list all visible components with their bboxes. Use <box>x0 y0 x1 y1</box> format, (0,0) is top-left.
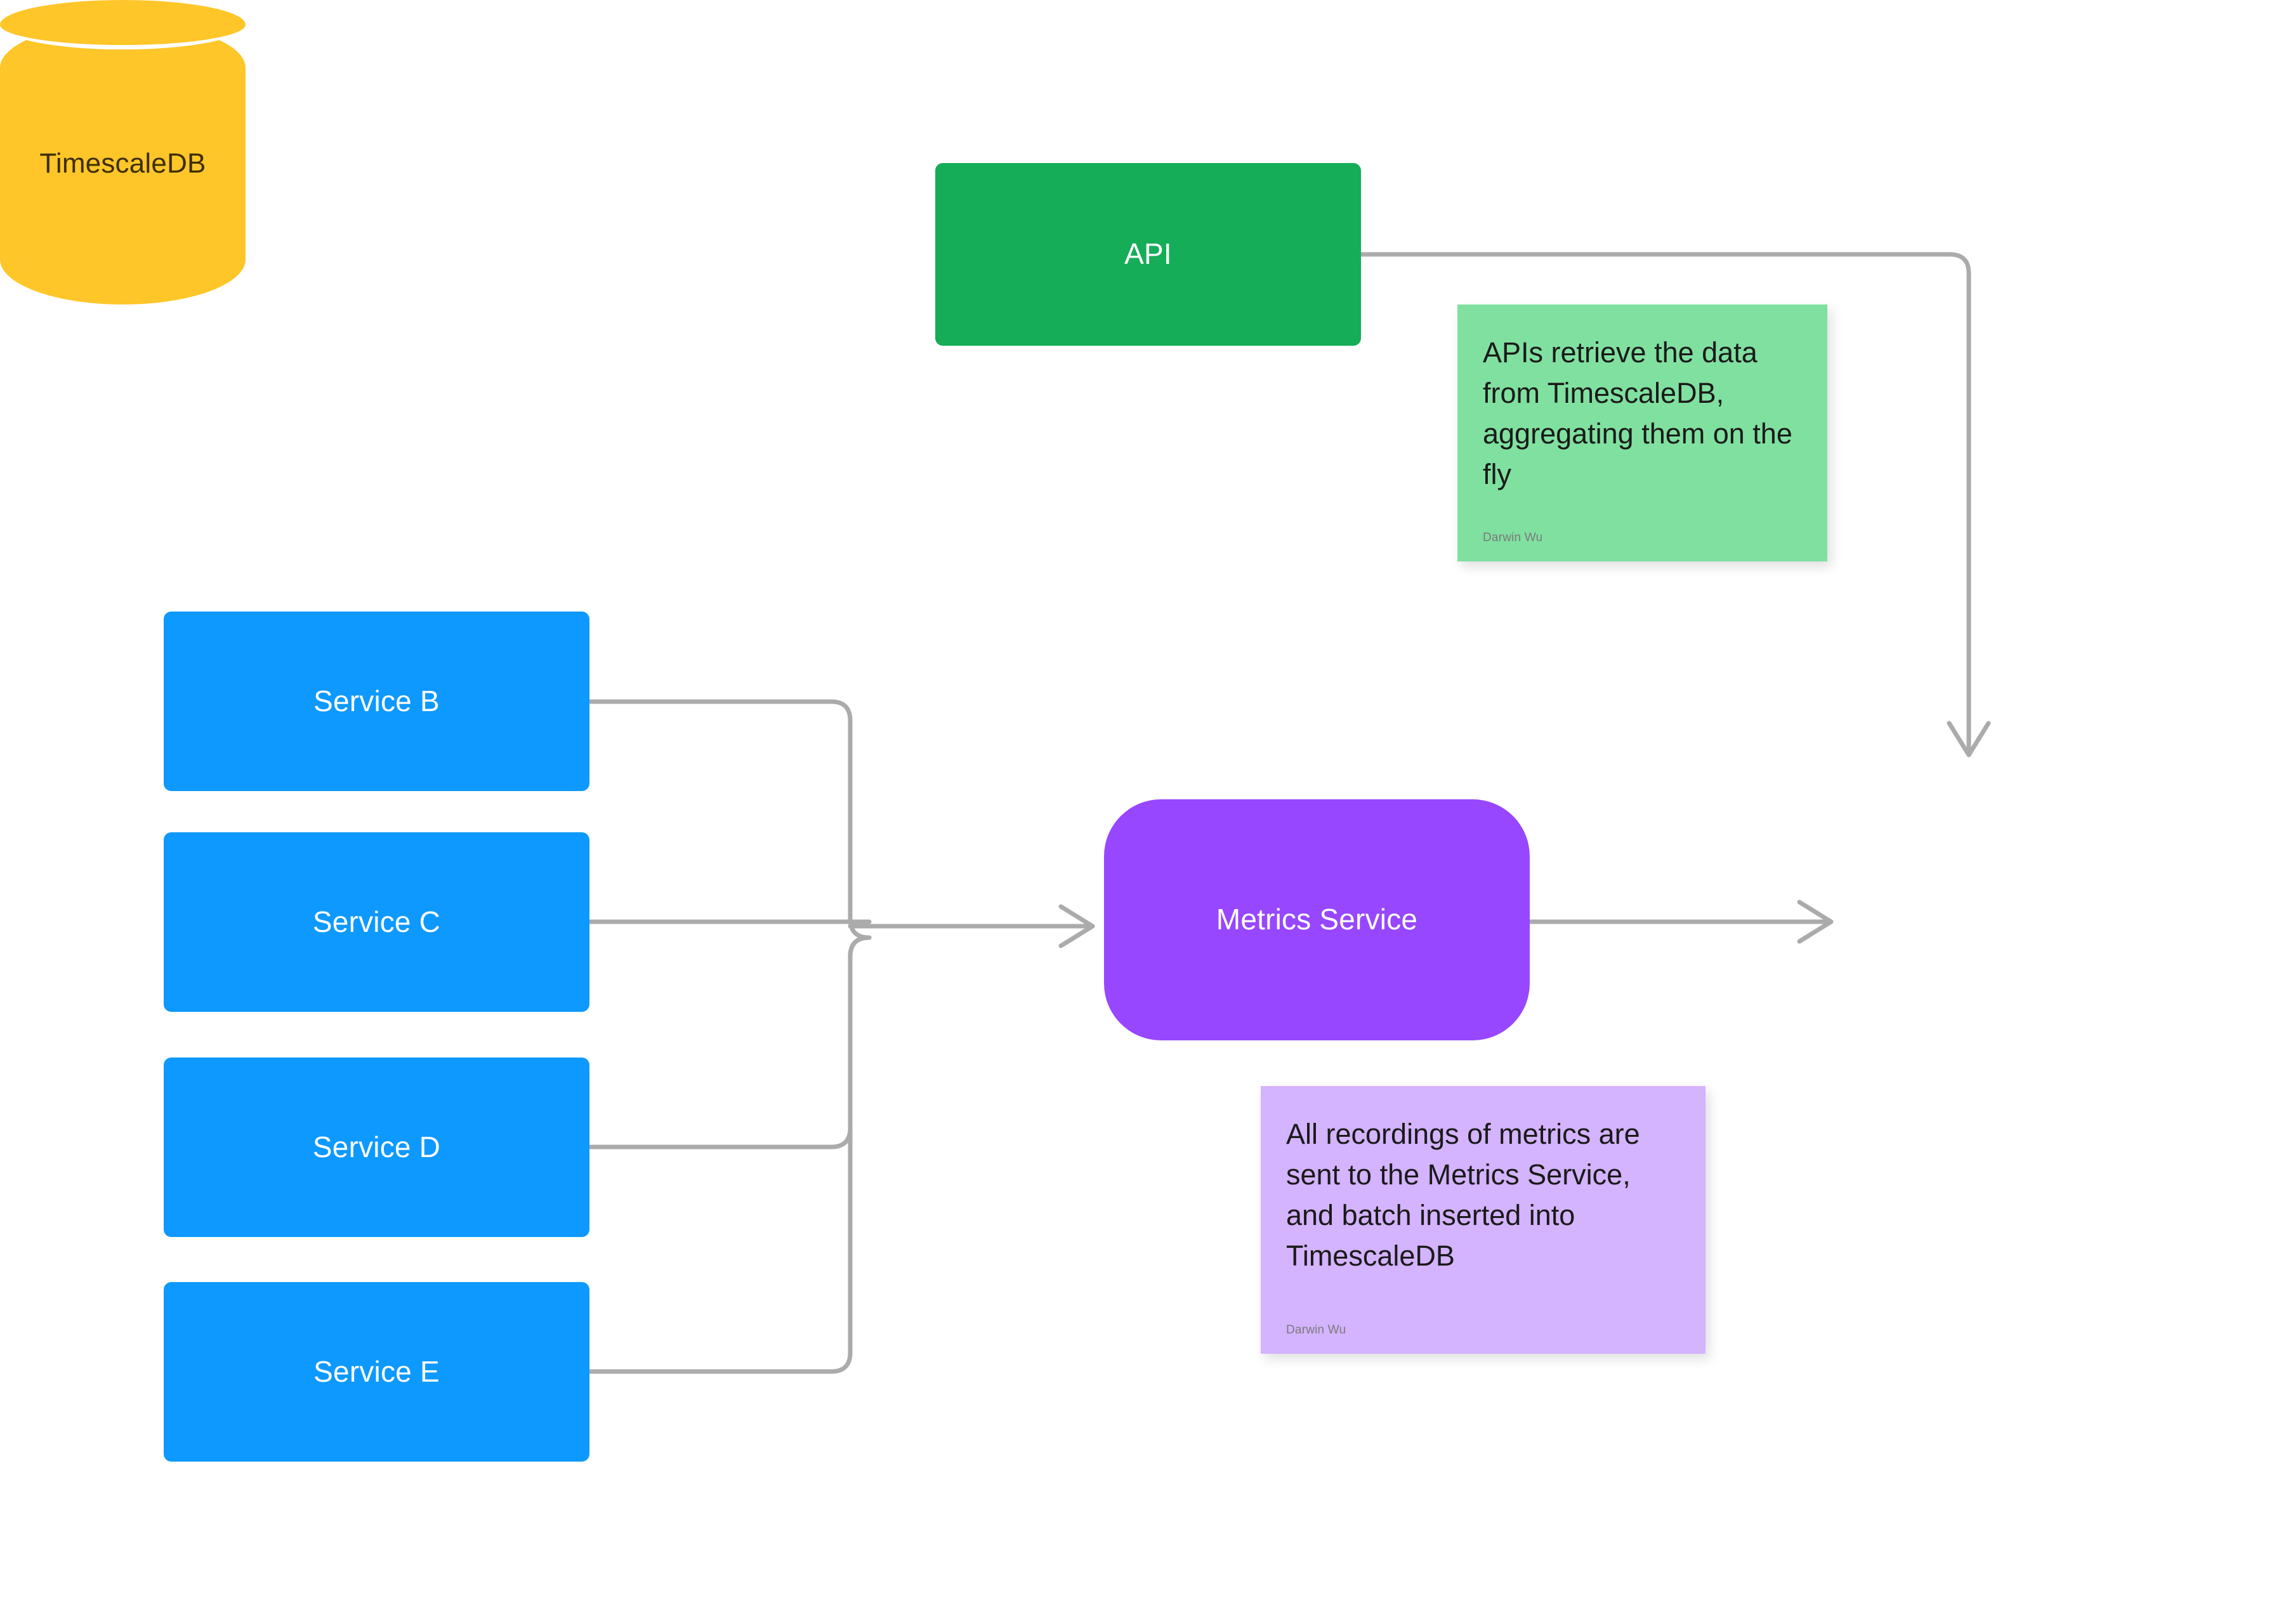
sticky-note-api[interactable]: APIs retrieve the data from TimescaleDB,… <box>1457 304 1827 561</box>
arrowhead-timescaledb-top <box>1947 721 1991 757</box>
node-service-d[interactable]: Service D <box>164 1058 589 1237</box>
node-metrics-service[interactable]: Metrics Service <box>1104 799 1530 1040</box>
edge-service-e-to-metrics <box>587 935 872 1374</box>
node-label: API <box>1124 237 1172 271</box>
node-label: Service E <box>313 1354 440 1388</box>
sticky-note-author: Darwin Wu <box>1286 1323 1346 1337</box>
arrowhead-metrics <box>1058 904 1095 948</box>
node-service-c[interactable]: Service C <box>164 832 589 1012</box>
node-label: Service D <box>312 1130 441 1163</box>
node-label: Service C <box>312 905 441 938</box>
edge-service-d-to-metrics <box>587 935 872 1149</box>
node-label: TimescaleDB <box>39 147 206 179</box>
cylinder-body <box>0 23 246 304</box>
sticky-note-author: Darwin Wu <box>1483 531 1543 544</box>
node-service-b[interactable]: Service B <box>164 612 589 791</box>
sticky-note-metrics[interactable]: All recordings of metrics are sent to th… <box>1261 1086 1705 1354</box>
node-label: Service B <box>313 684 440 717</box>
sticky-note-text: All recordings of metrics are sent to th… <box>1286 1118 1648 1272</box>
cylinder-top-ellipse <box>0 0 246 49</box>
sticky-note-text: APIs retrieve the data from TimescaleDB,… <box>1483 336 1801 490</box>
node-label: Metrics Service <box>1216 903 1418 936</box>
node-api[interactable]: API <box>935 163 1361 346</box>
node-timescaledb[interactable]: TimescaleDB <box>0 0 246 327</box>
arrowhead-timescaledb-left <box>1797 900 1834 944</box>
edge-service-b-to-metrics <box>587 699 872 940</box>
node-service-e[interactable]: Service E <box>164 1282 589 1462</box>
